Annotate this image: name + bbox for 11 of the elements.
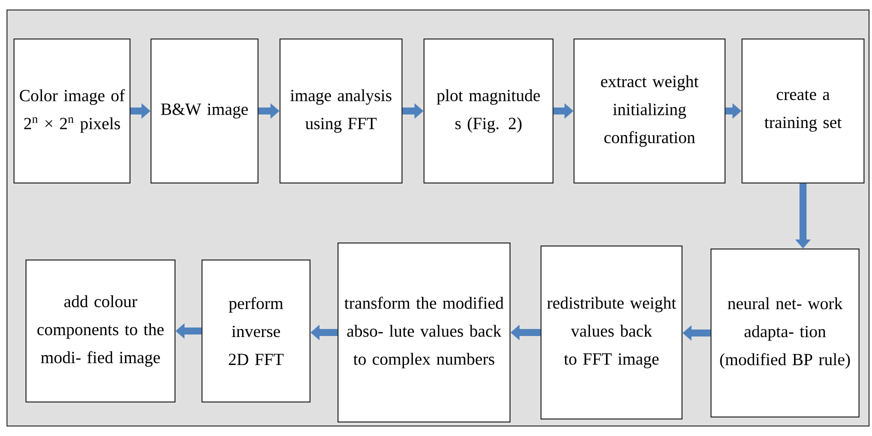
process-box: extract weight initializing configuration (574, 38, 726, 184)
process-box: Color image of 2$^{n}$ × 2$^{n}$ pixels (14, 38, 130, 184)
process-box: image analysis using FFT (280, 38, 402, 184)
process-box: B&W image (150, 38, 258, 184)
process-box: perform inverse 2D FFT (202, 260, 310, 402)
process-box: plot magnitude s (Fig. 2) (424, 38, 554, 184)
process-box: create a training set (742, 38, 865, 184)
process-box: transform the modified abso- lute values back to complex numbers (338, 242, 510, 422)
process-box: add colour components to the modi- fied image (26, 260, 176, 402)
process-box: redistribute weight values back to FFT image (540, 246, 682, 420)
process-box: neural net- work adapta- tion (modified BP rule) (710, 248, 860, 418)
